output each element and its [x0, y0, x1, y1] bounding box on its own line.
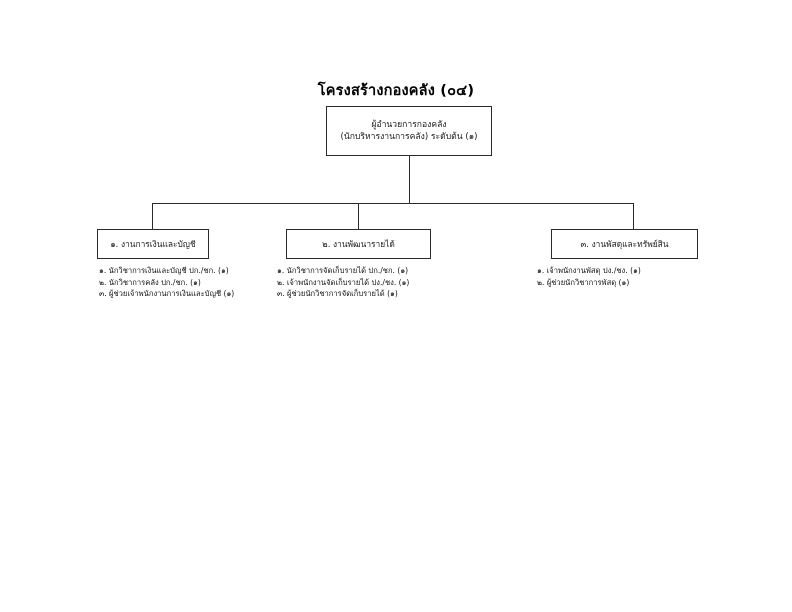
connector-horizontal-bus: [152, 203, 634, 204]
director-title-line: ผู้อำนวยการกองคลัง: [371, 119, 447, 130]
org-node-section-finance-accounting: ๑. งานการเงินและบัญชี: [97, 229, 209, 259]
staff-list-section-3: ๑. เจ้าพนักงานพัสดุ ปง./ชง. (๑) ๒. ผู้ช่…: [537, 265, 641, 288]
section-label: ๒. งานพัฒนารายได้: [322, 238, 395, 249]
section-label: ๓. งานพัสดุและทรัพย์สิน: [580, 238, 669, 249]
staff-list-item: ๒. เจ้าพนักงานจัดเก็บรายได้ ปง./ชง. (๑): [277, 277, 410, 287]
org-node-director: ผู้อำนวยการกองคลัง (นักบริหารงานการคลัง)…: [326, 106, 492, 156]
staff-list-item: ๓. ผู้ช่วยนักวิชาการจัดเก็บรายได้ (๑): [277, 289, 398, 299]
staff-list-item: ๑. นักวิชาการจัดเก็บรายได้ ปก./ชก. (๑): [277, 266, 409, 275]
staff-list-item: ๒. นักวิชาการคลัง ปก./ชก. (๑): [99, 277, 201, 287]
connector-trunk-vertical: [409, 156, 410, 203]
staff-list-item: ๑. นักวิชาการเงินและบัญชี ปก./ชก. (๑): [99, 266, 229, 275]
staff-list-item: ๑. เจ้าพนักงานพัสดุ ปง./ชง. (๑): [537, 266, 641, 275]
staff-list-section-1: ๑. นักวิชาการเงินและบัญชี ปก./ชก. (๑) ๒.…: [99, 265, 234, 300]
staff-list-section-2: ๑. นักวิชาการจัดเก็บรายได้ ปก./ชก. (๑) ๒…: [277, 265, 409, 300]
staff-list-item: ๓. ผู้ช่วยเจ้าพนักงานการเงินและบัญชี (๑): [99, 289, 235, 299]
page-title: โครงสร้างกองคลัง (๐๔): [317, 83, 475, 99]
org-node-section-supplies-assets: ๓. งานพัสดุและทรัพย์สิน: [551, 229, 698, 259]
director-position-line: (นักบริหารงานการคลัง) ระดับต้น (๑): [340, 132, 478, 142]
connector-drop-section-1: [152, 203, 153, 229]
section-label: ๑. งานการเงินและบัญชี: [110, 238, 196, 249]
org-node-section-revenue-development: ๒. งานพัฒนารายได้: [286, 229, 431, 259]
staff-list-item: ๒. ผู้ช่วยนักวิชาการพัสดุ (๑): [537, 277, 630, 287]
connector-drop-section-2: [358, 203, 359, 229]
connector-drop-section-3: [633, 203, 634, 229]
